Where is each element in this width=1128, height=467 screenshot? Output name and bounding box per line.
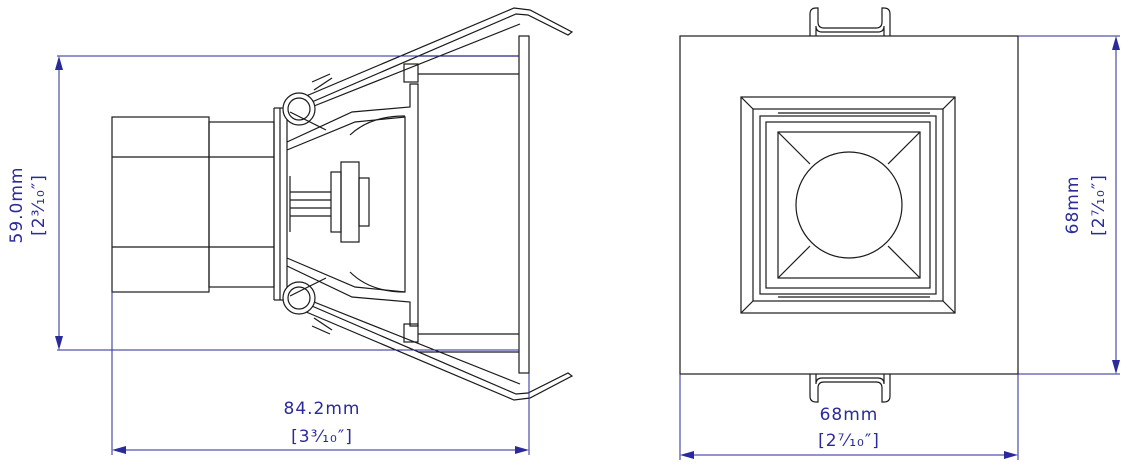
height-dimension-label: 59.0mm [7,167,27,244]
height-dimension: 59.0mm [2³⁄₁₀″] [7,55,519,351]
front-width-dimension-label: 68mm [820,405,879,425]
reflector-cone [286,83,419,327]
mounting-plate [273,107,288,301]
front-spring-top [809,7,891,36]
spring-clip-top [282,7,574,131]
front-height-dimension: 68mm [2⁷⁄₁₀″] [1018,35,1120,375]
side-view: 59.0mm [2³⁄₁₀″] 84.2mm [3³⁄₁₀″] [7,7,574,455]
height-dimension-label-imperial: [2³⁄₁₀″] [29,174,49,236]
front-height-dimension-label: 68mm [1063,176,1083,235]
width-dimension: 84.2mm [3³⁄₁₀″] [111,292,530,455]
driver-housing [111,116,275,293]
width-dimension-label: 84.2mm [284,399,361,419]
front-width-dimension-label-imperial: [2⁷⁄₁₀″] [818,431,880,451]
bezel [740,96,956,314]
front-spring-bottom [809,374,891,403]
width-dimension-label-imperial: [3³⁄₁₀″] [291,427,353,447]
front-height-dimension-label-imperial: [2⁷⁄₁₀″] [1089,174,1109,236]
front-width-dimension: 68mm [2⁷⁄₁₀″] [679,374,1019,460]
trim-flange [403,35,530,374]
front-view: 68mm [2⁷⁄₁₀″] 68mm [2⁷⁄₁₀″] [679,7,1120,460]
lens [795,151,903,259]
spring-clip-bottom [282,277,574,401]
